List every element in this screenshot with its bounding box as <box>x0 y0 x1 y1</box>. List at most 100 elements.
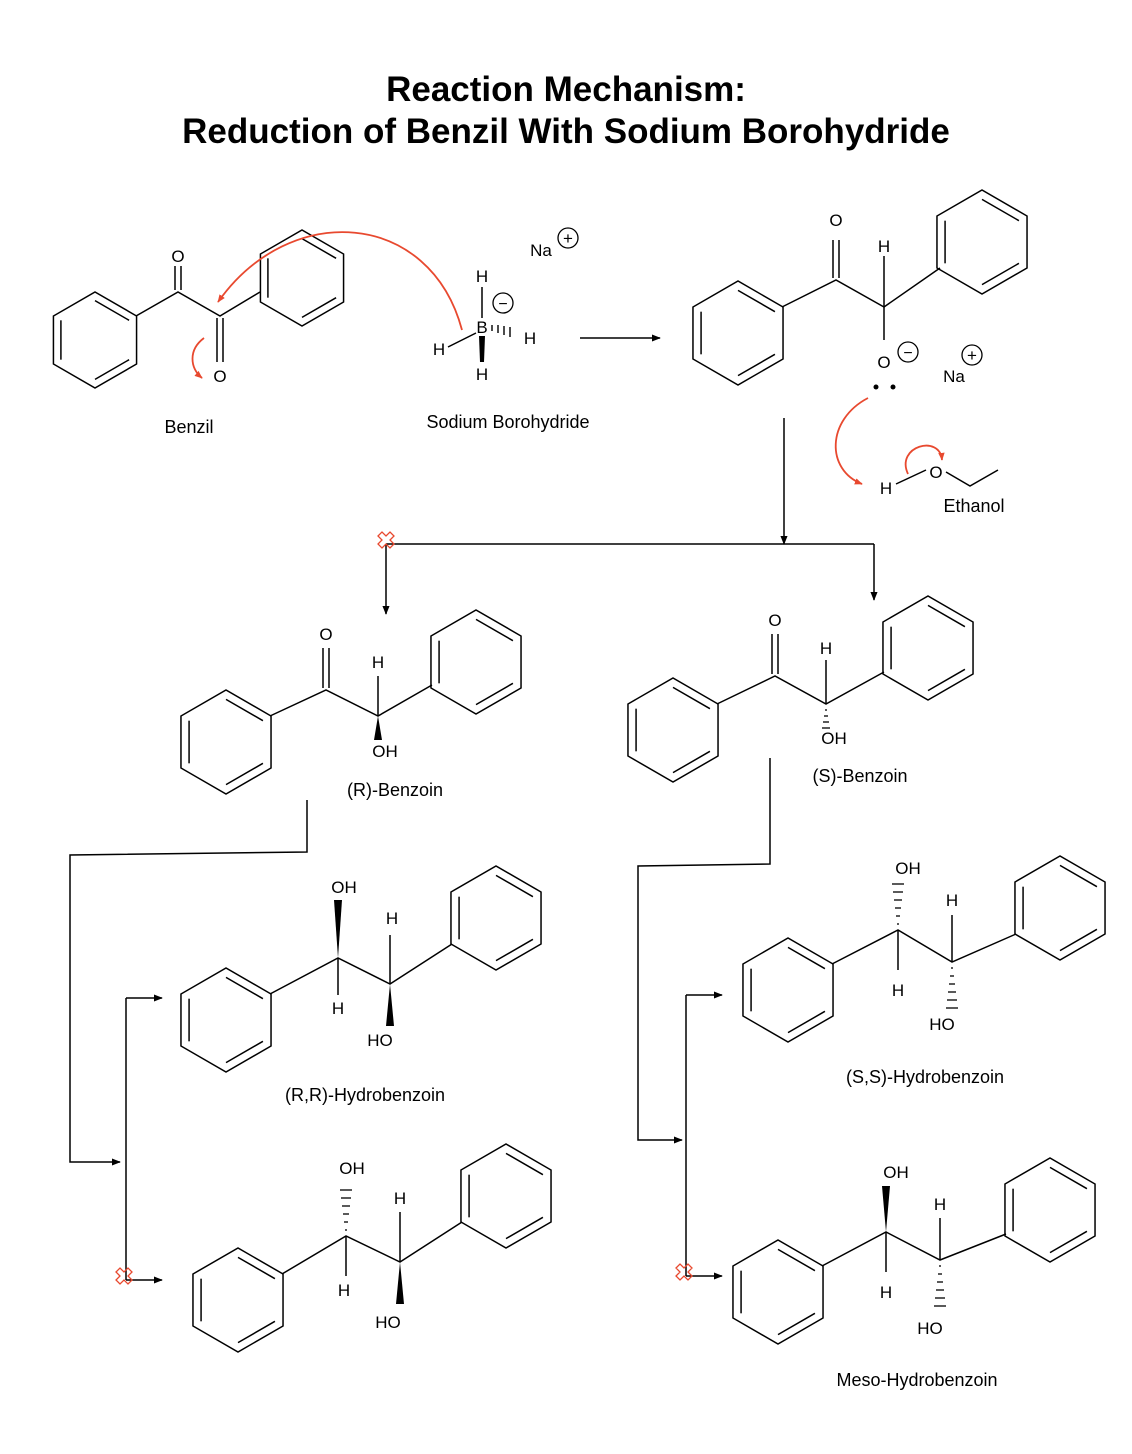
atom-label-h: H <box>394 1189 406 1208</box>
ring-double-bond <box>787 1010 826 1034</box>
ring-double-bond <box>505 1216 544 1240</box>
atom-label-ho: HO <box>929 1015 955 1034</box>
atom-label-b: B <box>476 318 487 337</box>
ring-outline <box>450 865 542 971</box>
ring-double-bond <box>777 1248 816 1272</box>
ring-outline <box>460 1143 552 1249</box>
benzene-ring <box>180 689 272 795</box>
ring-double-bond <box>1059 864 1098 888</box>
benzene-ring <box>180 967 272 1073</box>
rr-hydrobenzoin-molecule <box>180 865 542 1073</box>
atom-label-o: O <box>768 611 781 630</box>
ring-double-bond <box>672 686 711 710</box>
benzene-ring <box>460 1143 552 1249</box>
atom-label-h: H <box>433 340 445 359</box>
benzil-molecule <box>52 229 345 389</box>
ring-outline <box>180 689 272 795</box>
ring-double-bond <box>237 1320 276 1344</box>
meso-hydrobenzoin-right-molecule <box>732 1157 1096 1345</box>
branch-connector <box>382 418 878 615</box>
ring-double-bond <box>505 1152 544 1176</box>
atom-label-oh: OH <box>883 1163 909 1182</box>
ring-double-bond <box>777 1312 816 1336</box>
atom-label-h: H <box>892 981 904 1000</box>
atom-label-oh: OH <box>372 742 398 761</box>
wedge-bond <box>882 1186 890 1232</box>
s-benzoin-connector <box>637 758 771 1280</box>
attachment-marker-icon <box>377 531 395 549</box>
benzene-ring <box>192 1247 284 1353</box>
ring-double-bond <box>94 299 130 321</box>
benzene-ring <box>627 677 719 783</box>
ring-double-bond <box>927 668 966 692</box>
ring-double-bond <box>225 762 264 786</box>
atom-label-h: H <box>476 365 488 384</box>
title-line-1: Reaction Mechanism: <box>386 70 746 109</box>
atom-label-oh: OH <box>821 729 847 748</box>
ring-double-bond <box>1049 1230 1088 1254</box>
ring-outline <box>732 1239 824 1345</box>
protonation-arrow <box>834 397 869 485</box>
plus-charge-icon: + <box>563 229 573 248</box>
atom-label-h: H <box>338 1281 350 1300</box>
ring-outline <box>259 229 345 327</box>
attachment-marker-icon <box>115 1267 133 1285</box>
title-line-2: Reduction of Benzil With Sodium Borohydr… <box>182 112 950 151</box>
benzene-ring <box>450 865 542 971</box>
ring-double-bond <box>237 1256 276 1280</box>
meso-hydrobenzoin-left-molecule <box>192 1143 552 1353</box>
ss-hydrobenzoin-label: (S,S)-Hydrobenzoin <box>846 1067 1004 1087</box>
atom-label-h: H <box>332 999 344 1018</box>
sodium-borohydride-label: Sodium Borohydride <box>426 412 589 432</box>
ring-double-bond <box>1049 1166 1088 1190</box>
wedge-bond <box>334 900 342 958</box>
atom-label-ho: HO <box>375 1313 401 1332</box>
pi-bond-arrow <box>191 337 205 379</box>
ring-double-bond <box>225 1040 264 1064</box>
ring-double-bond <box>981 198 1020 222</box>
ring-outline <box>692 280 784 386</box>
atom-label-o: O <box>877 353 890 372</box>
ring-double-bond <box>672 750 711 774</box>
ring-double-bond <box>301 297 337 319</box>
plus-charge-icon: + <box>967 346 977 365</box>
ring-outline <box>430 609 522 715</box>
benzene-ring <box>259 229 345 327</box>
meso-hydrobenzoin-label: Meso-Hydrobenzoin <box>836 1370 997 1390</box>
atom-label-h: H <box>386 909 398 928</box>
ring-double-bond <box>737 289 776 313</box>
atom-label-h: H <box>820 639 832 658</box>
r-benzoin-connector <box>69 800 308 1284</box>
atom-label-oh: OH <box>895 859 921 878</box>
s-benzoin-molecule <box>627 595 974 783</box>
ring-double-bond <box>475 682 514 706</box>
hash-bond <box>822 709 830 729</box>
atom-label-h: H <box>934 1195 946 1214</box>
ss-hydrobenzoin-molecule <box>742 855 1106 1043</box>
atom-label-h: H <box>372 653 384 672</box>
ring-double-bond <box>495 874 534 898</box>
atom-label-h: H <box>946 891 958 910</box>
atom-label-oh: OH <box>339 1159 365 1178</box>
benzene-ring <box>882 595 974 701</box>
ring-double-bond <box>94 359 130 381</box>
ring-double-bond <box>225 698 264 722</box>
bond-cleavage-arrow <box>904 444 945 475</box>
hydride-attack-arrow <box>217 231 463 331</box>
benzene-ring <box>936 189 1028 295</box>
atom-label-o: O <box>319 625 332 644</box>
atom-label-o: O <box>213 367 226 386</box>
atom-label-ho: HO <box>917 1319 943 1338</box>
wedge-bond <box>386 984 394 1026</box>
ethanol-label: Ethanol <box>943 496 1004 516</box>
alkoxide-intermediate <box>692 189 1028 386</box>
ring-double-bond <box>301 237 337 259</box>
ring-double-bond <box>1059 928 1098 952</box>
benzene-ring <box>692 280 784 386</box>
atom-label-ho: HO <box>367 1031 393 1050</box>
ring-outline <box>1004 1157 1096 1263</box>
minus-charge-icon: − <box>903 345 912 362</box>
borohydride-molecule <box>447 227 579 362</box>
